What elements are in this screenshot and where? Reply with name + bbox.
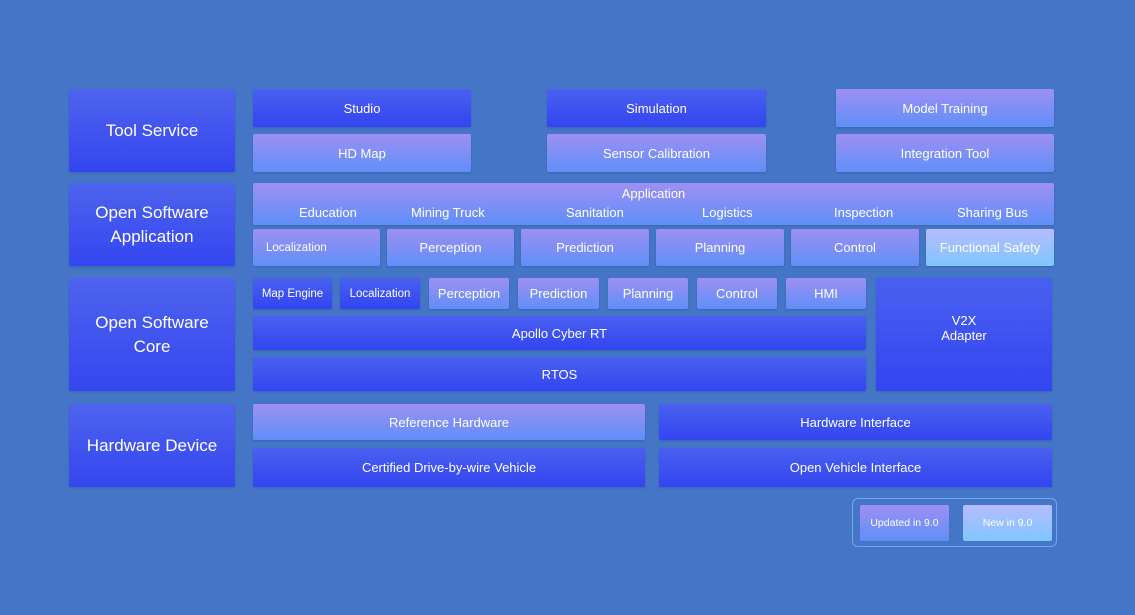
hw-certified-vehicle: Certified Drive-by-wire Vehicle: [253, 448, 645, 487]
app-module-planning: Planning: [656, 229, 784, 266]
core-apollo-cyber-rt: Apollo Cyber RT: [253, 316, 866, 350]
category-hardware-device-label: Hardware Device: [86, 435, 218, 455]
application-item-inspection: Inspection: [834, 205, 894, 220]
app-module-prediction-label: Prediction: [556, 240, 614, 255]
app-module-control: Control: [791, 229, 919, 266]
core-rtos: RTOS: [253, 357, 866, 391]
legend-updated: Updated in 9.0: [860, 505, 949, 541]
tool-simulation-label: Simulation: [626, 100, 687, 116]
tool-sensor-calibration: Sensor Calibration: [547, 134, 766, 172]
core-v2x-label-line1: V2X: [951, 312, 977, 328]
application-item-education: Education: [299, 205, 357, 220]
core-module-prediction-label: Prediction: [529, 286, 588, 301]
app-module-functional-safety-label: Functional Safety: [939, 240, 1041, 255]
tool-sensor-calibration-label: Sensor Calibration: [603, 145, 710, 161]
legend-updated-label: Updated in 9.0: [870, 517, 939, 529]
category-open-software-core: Open Software Core: [69, 278, 235, 391]
core-module-localization-label: Localization: [349, 287, 411, 300]
category-tool-service: Tool Service: [69, 89, 235, 172]
tool-integration-tool: Integration Tool: [836, 134, 1054, 172]
hw-certified-vehicle-label: Certified Drive-by-wire Vehicle: [361, 460, 537, 475]
core-rtos-label: RTOS: [541, 366, 578, 382]
legend: Updated in 9.0 New in 9.0: [852, 498, 1057, 547]
core-v2x-adapter: V2X Adapter: [876, 278, 1052, 391]
tool-studio: Studio: [253, 89, 471, 127]
category-open-software-application: Open Software Application: [69, 183, 235, 266]
category-tool-service-label: Tool Service: [105, 120, 199, 140]
tool-hd-map: HD Map: [253, 134, 471, 172]
application-bar: Application Education Mining Truck Sanit…: [253, 183, 1054, 225]
core-module-control-label: Control: [716, 286, 758, 301]
core-apollo-cyber-rt-label: Apollo Cyber RT: [511, 325, 608, 341]
core-v2x-label-line2: Adapter: [941, 327, 987, 343]
hw-hardware-interface-label: Hardware Interface: [800, 414, 911, 430]
tool-simulation: Simulation: [547, 89, 766, 127]
hw-open-vehicle-interface: Open Vehicle Interface: [659, 448, 1052, 487]
core-module-planning: Planning: [608, 278, 688, 309]
core-module-hmi-label: HMI: [814, 286, 838, 301]
application-item-mining-truck: Mining Truck: [411, 205, 485, 220]
app-module-control-label: Control: [834, 240, 876, 255]
app-module-perception: Perception: [387, 229, 514, 266]
tool-hd-map-label: HD Map: [338, 145, 386, 161]
app-module-prediction: Prediction: [521, 229, 649, 266]
tool-studio-label: Studio: [343, 100, 381, 116]
core-module-control: Control: [697, 278, 777, 309]
tool-model-training-label: Model Training: [902, 100, 988, 116]
core-module-planning-label: Planning: [622, 286, 674, 301]
core-module-prediction: Prediction: [518, 278, 599, 309]
application-title: Application: [621, 186, 686, 201]
tool-model-training: Model Training: [836, 89, 1054, 127]
core-module-hmi: HMI: [786, 278, 866, 309]
core-module-perception: Perception: [429, 278, 509, 309]
category-open-software-application-label: Open Software Application: [95, 202, 209, 246]
category-hardware-device: Hardware Device: [69, 404, 235, 487]
core-module-map-engine: Map Engine: [253, 278, 332, 309]
app-module-perception-label: Perception: [419, 240, 482, 255]
application-item-logistics: Logistics: [702, 205, 753, 220]
hw-reference-hardware-label: Reference Hardware: [389, 414, 509, 430]
app-module-planning-label: Planning: [694, 240, 746, 255]
application-item-sanitation: Sanitation: [566, 205, 624, 220]
legend-new-label: New in 9.0: [982, 517, 1033, 529]
app-module-localization: Localization: [253, 229, 380, 266]
hw-reference-hardware: Reference Hardware: [253, 404, 645, 440]
legend-new: New in 9.0: [963, 505, 1052, 541]
app-module-localization-label: Localization: [266, 241, 327, 254]
hw-open-vehicle-interface-label: Open Vehicle Interface: [789, 460, 922, 475]
hw-hardware-interface: Hardware Interface: [659, 404, 1052, 440]
app-module-functional-safety: Functional Safety: [926, 229, 1054, 266]
core-module-map-engine-label: Map Engine: [261, 287, 324, 300]
core-module-localization: Localization: [340, 278, 420, 309]
tool-integration-tool-label: Integration Tool: [900, 145, 990, 161]
application-item-sharing-bus: Sharing Bus: [957, 205, 1028, 220]
category-open-software-core-label: Open Software Core: [95, 312, 209, 356]
core-module-perception-label: Perception: [437, 286, 501, 301]
